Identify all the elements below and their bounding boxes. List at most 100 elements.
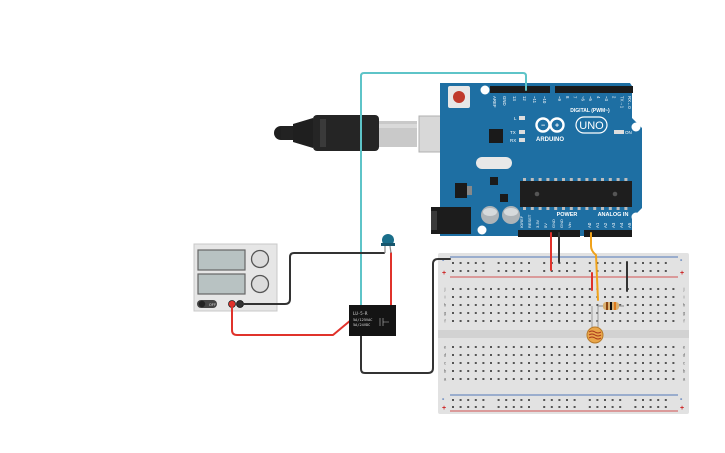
rail-hole[interactable] [611,406,614,408]
terminal-hole[interactable] [573,378,576,380]
rail-hole[interactable] [558,270,561,272]
terminal-hole[interactable] [558,288,561,290]
reset-button[interactable] [448,86,470,108]
terminal-hole[interactable] [642,320,644,322]
terminal-hole[interactable] [649,354,652,356]
terminal-hole[interactable] [459,378,462,380]
rail-hole[interactable] [664,406,667,408]
terminal-hole[interactable] [558,312,561,314]
terminal-hole[interactable] [664,320,667,322]
rail-hole[interactable] [634,406,637,408]
terminal-hole[interactable] [528,320,530,322]
terminal-hole[interactable] [520,346,523,348]
terminal-hole[interactable] [452,378,454,380]
blue-led[interactable] [381,234,395,254]
dc-barrel-jack[interactable] [431,207,471,234]
rail-hole[interactable] [497,270,500,272]
terminal-hole[interactable] [596,378,599,380]
terminal-hole[interactable] [512,362,515,364]
terminal-hole[interactable] [649,288,652,290]
terminal-hole[interactable] [588,346,591,348]
rail-hole[interactable] [649,270,652,272]
terminal-hole[interactable] [664,346,667,348]
terminal-hole[interactable] [626,378,629,380]
terminal-hole[interactable] [459,312,462,314]
terminal-hole[interactable] [535,312,538,314]
rail-hole[interactable] [657,399,660,401]
rail-hole[interactable] [520,399,523,401]
terminal-hole[interactable] [528,288,530,290]
terminal-hole[interactable] [558,378,561,380]
terminal-hole[interactable] [672,288,675,290]
photoresistor[interactable] [586,306,604,344]
rail-hole[interactable] [634,399,637,401]
terminal-hole[interactable] [474,312,477,314]
terminal-hole[interactable] [634,370,637,372]
terminal-hole[interactable] [588,354,591,356]
terminal-hole[interactable] [520,288,523,290]
rail-hole[interactable] [642,406,644,408]
terminal-hole[interactable] [535,378,538,380]
terminal-hole[interactable] [642,304,644,306]
terminal-hole[interactable] [642,296,644,298]
terminal-hole[interactable] [588,288,591,290]
terminal-hole[interactable] [581,288,584,290]
wire-black-relay-to-breadboard[interactable] [360,258,451,374]
terminal-hole[interactable] [634,346,637,348]
terminal-hole[interactable] [543,296,546,298]
terminal-hole[interactable] [452,296,454,298]
terminal-hole[interactable] [573,354,576,356]
terminal-hole[interactable] [664,378,667,380]
rail-hole[interactable] [512,270,515,272]
terminal-hole[interactable] [642,362,644,364]
terminal-hole[interactable] [581,362,584,364]
rail-hole[interactable] [604,406,606,408]
terminal-hole[interactable] [505,362,508,364]
terminal-hole[interactable] [611,346,614,348]
terminal-hole[interactable] [619,362,622,364]
terminal-hole[interactable] [566,312,568,314]
rail-hole[interactable] [649,399,652,401]
rail-hole[interactable] [512,262,515,264]
terminal-hole[interactable] [528,370,530,372]
voltage-knob[interactable] [250,249,270,269]
rail-hole[interactable] [452,270,454,272]
terminal-hole[interactable] [543,370,546,372]
rail-hole[interactable] [467,270,470,272]
rail-hole[interactable] [528,406,530,408]
terminal-hole[interactable] [550,346,553,348]
rail-hole[interactable] [467,399,470,401]
terminal-hole[interactable] [512,304,515,306]
terminal-hole[interactable] [474,378,477,380]
rail-hole[interactable] [467,262,470,264]
rail-hole[interactable] [520,270,523,272]
wire-red-supply-to-relay[interactable] [231,303,352,336]
terminal-hole[interactable] [550,288,553,290]
terminal-hole[interactable] [535,362,538,364]
rail-hole[interactable] [649,406,652,408]
rail-hole[interactable] [611,399,614,401]
terminal-hole[interactable] [474,362,477,364]
terminal-hole[interactable] [543,362,546,364]
rail-hole[interactable] [649,262,652,264]
terminal-hole[interactable] [634,288,637,290]
rail-hole[interactable] [543,262,546,264]
terminal-hole[interactable] [474,288,477,290]
rail-hole[interactable] [558,262,561,264]
terminal-hole[interactable] [642,346,644,348]
terminal-hole[interactable] [619,288,622,290]
terminal-hole[interactable] [611,362,614,364]
power-switch[interactable]: OFF [197,300,217,308]
terminal-hole[interactable] [664,296,667,298]
terminal-hole[interactable] [550,354,553,356]
rail-hole[interactable] [459,406,462,408]
terminal-hole[interactable] [657,320,660,322]
rail-hole[interactable] [459,270,462,272]
terminal-hole[interactable] [452,362,454,364]
terminal-hole[interactable] [474,370,477,372]
rail-hole[interactable] [573,406,576,408]
terminal-hole[interactable] [505,370,508,372]
terminal-hole[interactable] [657,362,660,364]
terminal-hole[interactable] [657,346,660,348]
rail-hole[interactable] [566,406,568,408]
